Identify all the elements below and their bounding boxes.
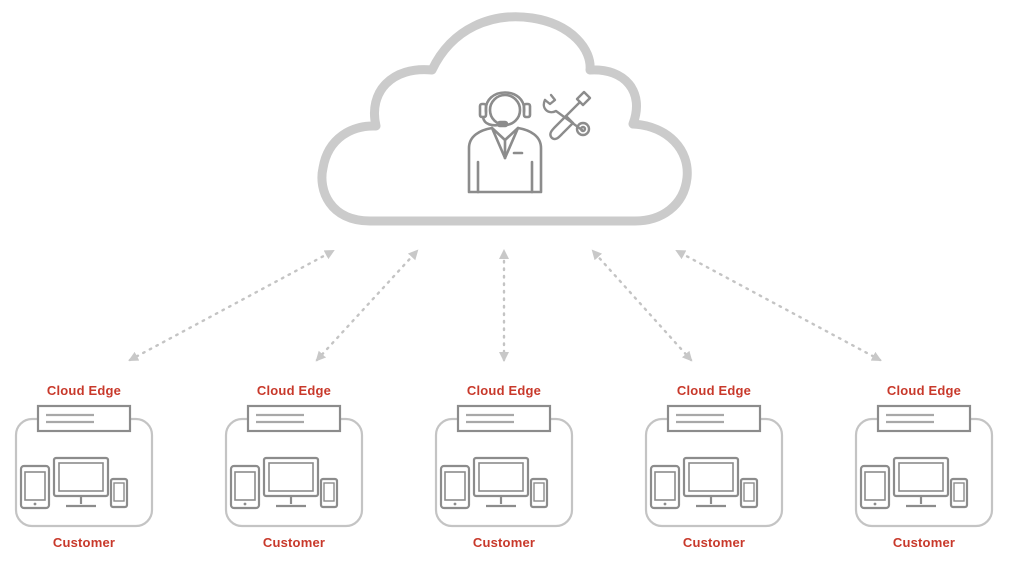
connector-arrow-1 <box>128 249 335 362</box>
customer-label: Customer <box>262 535 326 550</box>
connector-arrow-5 <box>675 249 882 362</box>
customer-devices-icon <box>439 456 549 510</box>
cloud-shape <box>317 12 692 226</box>
customer-node-2 <box>224 404 364 528</box>
cloud-edge-label: Cloud Edge <box>46 383 122 398</box>
cloud-edge-label: Cloud Edge <box>256 383 332 398</box>
customer-node-4 <box>644 404 784 528</box>
support-agent-headset-icon <box>467 91 543 194</box>
customer-devices-icon <box>19 456 129 510</box>
tools-wrench-screwdriver-icon <box>542 90 592 141</box>
customer-node-3 <box>434 404 574 528</box>
cloud-edge-server-icon <box>36 404 132 433</box>
customer-label: Customer <box>52 535 116 550</box>
customer-devices-icon <box>859 456 969 510</box>
cloud-edge-label: Cloud Edge <box>886 383 962 398</box>
cloud-edge-server-icon <box>666 404 762 433</box>
cloud-edge-server-icon <box>246 404 342 433</box>
customer-label: Customer <box>682 535 746 550</box>
customer-label: Customer <box>892 535 956 550</box>
customer-node-1 <box>14 404 154 528</box>
cloud-edge-server-icon <box>456 404 552 433</box>
customer-label: Customer <box>472 535 536 550</box>
cloud-edge-server-icon <box>876 404 972 433</box>
cloud-edge-label: Cloud Edge <box>466 383 542 398</box>
customer-devices-icon <box>649 456 759 510</box>
customer-devices-icon <box>229 456 339 510</box>
cloud-edge-label: Cloud Edge <box>676 383 752 398</box>
customer-node-5 <box>854 404 994 528</box>
customer-nodes <box>14 404 994 528</box>
connector-arrow-2 <box>315 249 419 362</box>
connector-arrow-4 <box>591 249 693 362</box>
connector-arrows <box>128 249 882 362</box>
